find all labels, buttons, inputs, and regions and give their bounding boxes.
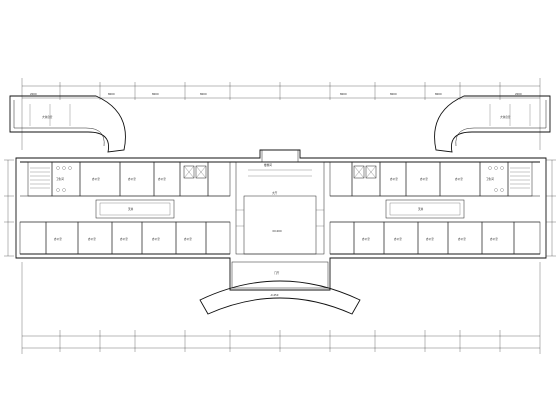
pavilion-right-label: 大休息室 <box>500 115 511 119</box>
room-label: 办公室 <box>54 237 62 241</box>
entrance-label: 门厅 <box>274 271 280 275</box>
elevator-left <box>183 165 207 179</box>
stair-right <box>510 167 530 189</box>
lobby-label: 大厅 <box>272 191 278 195</box>
left-wing-bottom-rooms: 办公室 办公室 办公室 办公室 办公室 <box>19 221 231 255</box>
right-wing-top-rooms: 办公室 办公室 办公室 卫生间 <box>329 161 533 197</box>
room-label: 办公室 <box>184 237 192 241</box>
room-label: 办公室 <box>128 177 136 181</box>
room-label: 办公室 <box>92 177 100 181</box>
left-wing-top-rooms: 办公室 办公室 办公室 卫生间 <box>27 161 231 197</box>
room-label: 办公室 <box>455 177 463 181</box>
bottom-dimension-lines <box>21 262 541 354</box>
left-wing-courtyard: 天井 <box>95 199 175 219</box>
room-label: 办公室 <box>490 237 498 241</box>
elevator-right <box>353 165 377 179</box>
elevation-label: -0.450 <box>270 293 279 297</box>
dim-label: 2000 <box>515 92 522 96</box>
pavilion-left-label: 大休息室 <box>42 115 53 119</box>
right-wing-courtyard: 天井 <box>385 199 465 219</box>
central-lobby: 大厅 楼梯间 ±0.000 <box>235 149 325 255</box>
stair-label: 楼梯间 <box>264 163 272 167</box>
room-label: 卫生间 <box>486 177 494 181</box>
side-dimension-lines <box>4 159 556 257</box>
main-building <box>15 149 547 291</box>
toilet-fixtures-left <box>56 166 72 192</box>
right-curved-pavilion: 大休息室 <box>434 95 551 153</box>
courtyard-label: 天井 <box>418 207 424 211</box>
dim-label: 8000 <box>340 92 347 96</box>
dim-label: 8000 <box>108 92 115 96</box>
courtyard-label: 天井 <box>128 207 134 211</box>
top-dimension-lines: 2000 8000 8000 8000 8000 8000 8000 2000 <box>21 78 541 150</box>
dim-label: 8000 <box>390 92 397 96</box>
room-label: 卫生间 <box>56 177 64 181</box>
room-label: 办公室 <box>158 177 166 181</box>
room-label: 办公室 <box>390 177 398 181</box>
room-label: 办公室 <box>458 237 466 241</box>
room-label: 办公室 <box>420 177 428 181</box>
dim-label: 8000 <box>435 92 442 96</box>
left-curved-pavilion: 大休息室 <box>9 95 126 153</box>
room-label: 办公室 <box>152 237 160 241</box>
room-label: 办公室 <box>120 237 128 241</box>
dim-label: 8000 <box>200 92 207 96</box>
elevation-label: ±0.000 <box>272 229 282 233</box>
entrance-canopy: 门厅 -0.450 <box>199 261 361 315</box>
room-label: 办公室 <box>394 237 402 241</box>
room-label: 办公室 <box>88 237 96 241</box>
right-wing-bottom-rooms: 办公室 办公室 办公室 办公室 办公室 <box>329 221 541 255</box>
dim-label: 2000 <box>30 92 37 96</box>
stair-left <box>30 167 50 189</box>
room-label: 办公室 <box>362 237 370 241</box>
toilet-fixtures-right <box>488 166 504 192</box>
dim-label: 8000 <box>152 92 159 96</box>
room-label: 办公室 <box>426 237 434 241</box>
